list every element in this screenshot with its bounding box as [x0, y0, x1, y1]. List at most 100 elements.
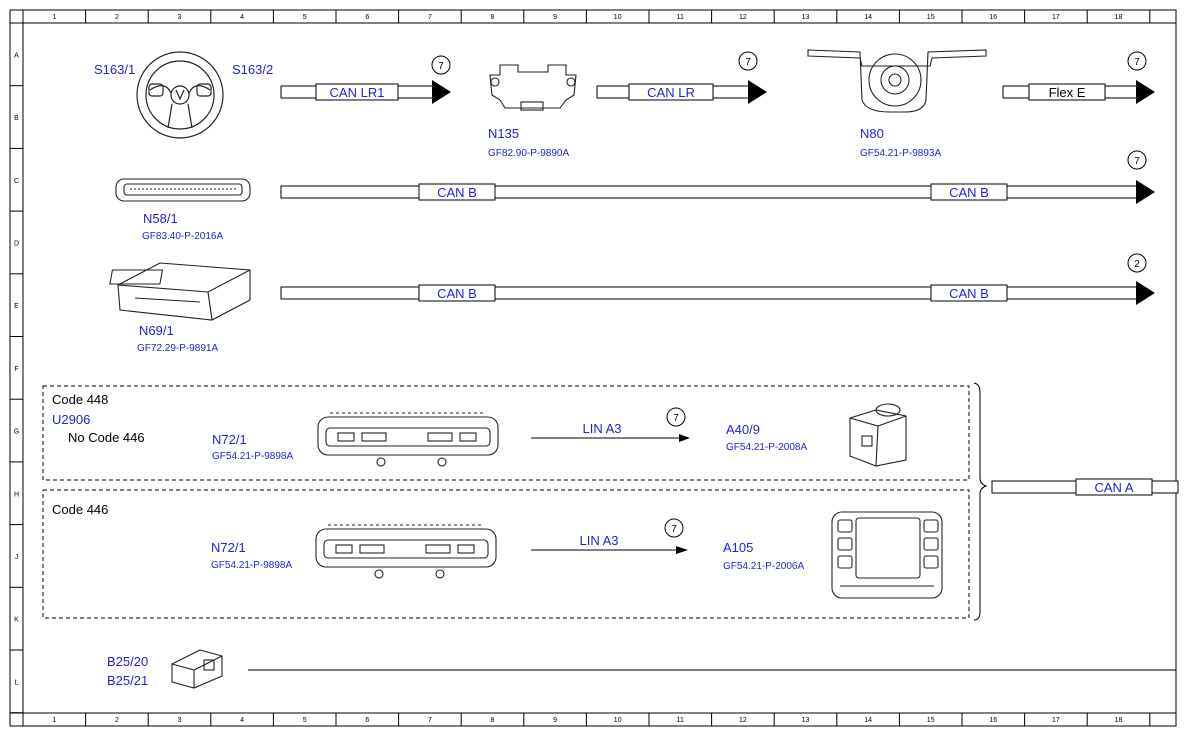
code-446-label: Code 446 [52, 502, 108, 517]
column-number: 9 [553, 14, 557, 21]
row-letter: F [14, 366, 18, 373]
column-number: 6 [365, 717, 369, 724]
column-number: 18 [1115, 717, 1123, 724]
column-number: 12 [739, 717, 747, 724]
row-letter: L [15, 679, 19, 686]
page-ref-marker: 2 [1127, 253, 1147, 273]
row-letter: D [14, 240, 19, 247]
arrowhead [679, 434, 690, 442]
column-number: 13 [802, 717, 810, 724]
column-number: 11 [677, 14, 684, 21]
column-number: 2 [115, 14, 119, 21]
n135-ref: GF82.90-P-9890A [488, 148, 569, 159]
n80-ref: GF54.21-P-9893A [860, 148, 941, 159]
column-number: 3 [178, 717, 182, 724]
row-letter: A [14, 52, 19, 59]
n58-1-module-icon [115, 178, 251, 202]
b25-sensor-icon [171, 649, 223, 689]
flex-e-line [1002, 80, 1155, 104]
page-ref-text: 7 [1134, 156, 1140, 167]
a105-ref: GF54.21-P-2006A [723, 561, 804, 572]
row-letter: B [14, 115, 19, 122]
can-lr-line [596, 80, 767, 104]
can-b-label: CAN B [949, 185, 989, 200]
page-ref-marker: 7 [666, 407, 686, 427]
a105-label: A105 [723, 540, 753, 555]
a105-touchpad-icon [831, 511, 943, 599]
column-number: 18 [1115, 14, 1123, 21]
page-ref-text: 7 [1134, 57, 1140, 68]
column-number: 16 [989, 717, 997, 724]
b25-20-label: B25/20 [107, 654, 148, 669]
column-number: 15 [927, 14, 935, 21]
column-number: 9 [553, 717, 557, 724]
can-b-line-row2 [280, 180, 1155, 204]
column-number: 4 [240, 717, 244, 724]
column-number: 2 [115, 717, 119, 724]
page-ref-marker: 7 [738, 51, 758, 71]
n69-1-ref: GF72.29-P-9891A [137, 343, 218, 354]
page-ref-text: 7 [671, 524, 677, 535]
column-number: 14 [864, 14, 872, 21]
column-number: 5 [303, 14, 307, 21]
column-number: 17 [1052, 14, 1060, 21]
column-number: 1 [52, 717, 56, 724]
column-number: 7 [428, 717, 432, 724]
column-number: 17 [1052, 717, 1060, 724]
column-number: 4 [240, 14, 244, 21]
n135-module-icon [489, 64, 577, 111]
steering-wheel-icon [136, 51, 224, 139]
can-lr1-label: CAN LR1 [330, 85, 385, 100]
n80-label: N80 [860, 126, 884, 141]
can-b-line-row3 [280, 281, 1155, 305]
can-b-label: CAN B [437, 286, 477, 301]
s163-1-label: S163/1 [94, 62, 135, 77]
s163-2-label: S163/2 [232, 62, 273, 77]
page-ref-text: 7 [438, 61, 444, 72]
page-ref-marker: 7 [664, 518, 684, 538]
column-number: 5 [303, 717, 307, 724]
code-448-group-box [42, 385, 970, 481]
column-number: 14 [864, 717, 872, 724]
column-number: 16 [989, 14, 997, 21]
a40-9-label: A40/9 [726, 422, 760, 437]
n135-label: N135 [488, 126, 519, 141]
can-lr1-line [280, 80, 451, 104]
can-b-label: CAN B [437, 185, 477, 200]
row-letter: C [14, 178, 19, 185]
column-number: 8 [491, 717, 495, 724]
n69-1-label: N69/1 [139, 323, 174, 338]
page-ref-marker: 7 [1127, 150, 1147, 170]
n72-1-control-panel-icon [315, 524, 497, 579]
row-letter: H [14, 491, 19, 498]
lin-a3-label: LIN A3 [582, 421, 621, 436]
column-number: 8 [491, 14, 495, 21]
arrowhead [676, 546, 688, 554]
row-letter: J [15, 554, 19, 561]
can-a-line [991, 478, 1179, 496]
column-number: 13 [802, 14, 810, 21]
n58-1-label: N58/1 [143, 211, 178, 226]
column-number: 7 [428, 14, 432, 21]
row-letter: K [14, 617, 19, 624]
n80-module-icon [807, 49, 987, 113]
flex-e-label: Flex E [1049, 85, 1086, 100]
column-number: 6 [365, 14, 369, 21]
column-number: 12 [739, 14, 747, 21]
b25-21-label: B25/21 [107, 673, 148, 688]
a40-9-ref: GF54.21-P-2008A [726, 442, 807, 453]
n72-1-label: N72/1 [212, 432, 247, 447]
frame [9, 9, 1177, 727]
can-b-label: CAN B [949, 286, 989, 301]
u2906-label: U2906 [52, 412, 90, 427]
page-ref-text: 2 [1134, 259, 1140, 270]
column-number: 1 [52, 14, 56, 21]
code-448-label: Code 448 [52, 392, 108, 407]
column-number: 10 [614, 717, 622, 724]
page-ref-text: 7 [673, 413, 679, 424]
n72-1-ref: GF54.21-P-9898A [211, 560, 292, 571]
page-ref-marker: 7 [431, 55, 451, 75]
